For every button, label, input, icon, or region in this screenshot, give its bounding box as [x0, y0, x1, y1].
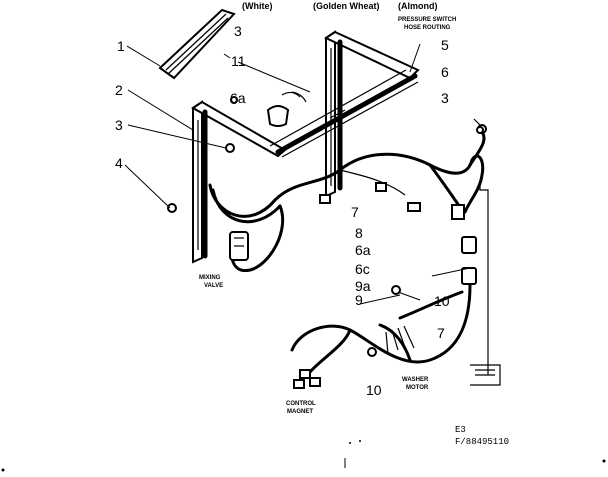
- callout-11: 11: [231, 53, 246, 69]
- mixing-valve-label-1: MIXING: [199, 275, 221, 281]
- hose-routing-label: HOSE ROUTING: [404, 25, 451, 31]
- callout-7-mid: 7: [351, 204, 359, 220]
- harness-connectors: [319, 182, 477, 285]
- figure-ref-line-2: F/88495110: [455, 437, 509, 447]
- cabinet-side-panel: [470, 182, 501, 386]
- lower-harness: [290, 283, 472, 374]
- callout-6a-mid: 6a: [355, 242, 371, 258]
- mixing-valve-connector: [229, 231, 249, 261]
- screw-fasteners: [167, 96, 484, 357]
- callout-8: 8: [355, 225, 363, 241]
- callout-7-lower: 7: [437, 325, 445, 341]
- callout-3-top: 3: [234, 23, 242, 39]
- control-magnet-label-2: MAGNET: [287, 409, 313, 415]
- figure-ref-line-1: E3: [455, 425, 466, 435]
- wire-clip-top: [266, 91, 307, 127]
- callout-9a: 9a: [355, 278, 371, 294]
- control-magnet-label-1: CONTROL: [286, 401, 316, 407]
- callout-2: 2: [115, 82, 123, 98]
- callout-1: 1: [117, 38, 125, 54]
- scan-specks: [1, 440, 606, 472]
- callout-4: 4: [115, 155, 123, 171]
- main-wire-harness: [208, 152, 485, 272]
- header-white: (White): [242, 1, 273, 11]
- washer-motor-label-2: MOTOR: [406, 385, 429, 391]
- callout-10-right: 10: [434, 293, 450, 309]
- header-almond: (Almond): [398, 1, 438, 11]
- callout-5: 5: [441, 37, 449, 53]
- support-rail: [269, 69, 419, 158]
- callout-6c: 6c: [355, 261, 370, 277]
- control-magnet-connectors: [293, 369, 321, 389]
- callout-leaders: [124, 43, 471, 305]
- header-golden-wheat: (Golden Wheat): [313, 1, 380, 11]
- callout-6a-top: 6a: [230, 90, 246, 106]
- callout-9: 9: [355, 292, 363, 308]
- pressure-switch-label: PRESSURE SWITCH: [398, 17, 456, 23]
- console-trim-strip: [158, 8, 236, 80]
- washer-motor-label-1: WASHER: [402, 377, 429, 383]
- callout-6-right: 6: [441, 64, 449, 80]
- callout-10-bottom: 10: [366, 382, 382, 398]
- callout-3-left: 3: [115, 117, 123, 133]
- mixing-valve-label-2: VALVE: [204, 283, 223, 289]
- callout-3-right: 3: [441, 90, 449, 106]
